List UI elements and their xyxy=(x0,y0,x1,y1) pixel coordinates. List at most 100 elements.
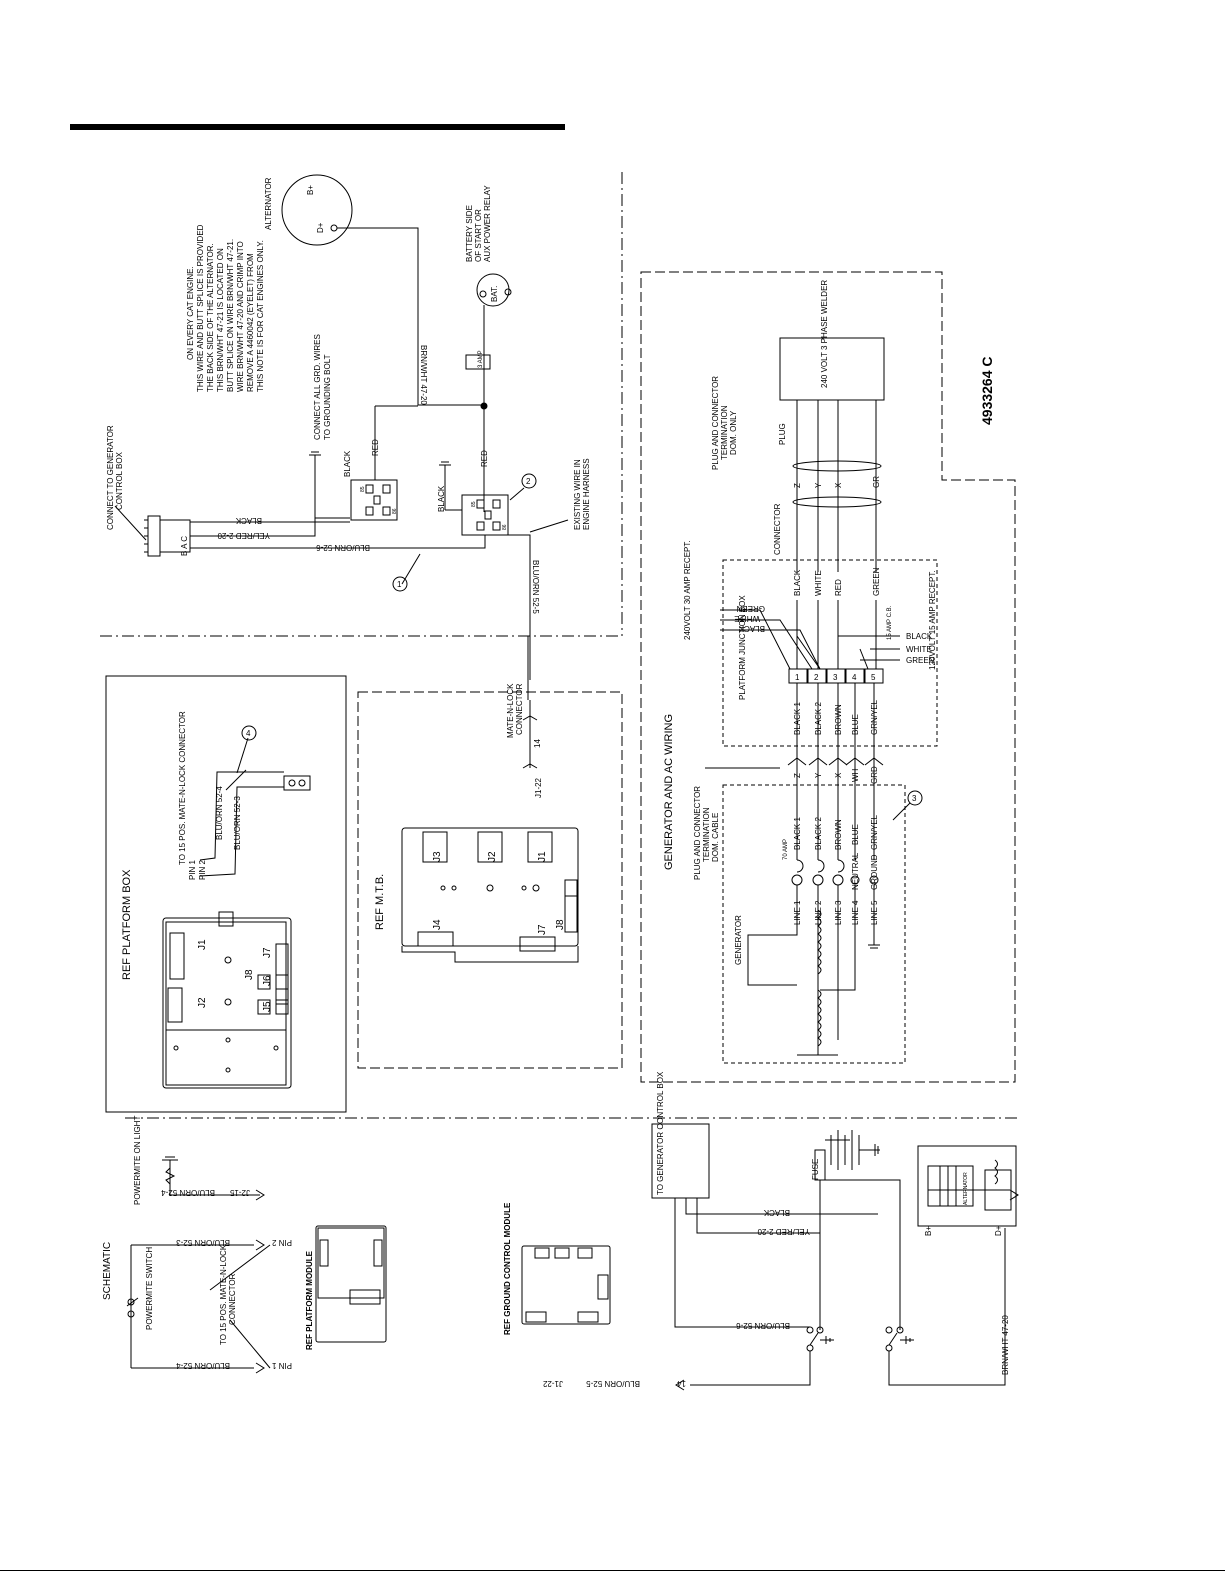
mtb-j3: J3 xyxy=(432,851,443,862)
recept-white: WHITE xyxy=(734,614,760,623)
note-genbox-1: CONNECT TO GENERATOR xyxy=(106,425,115,530)
generator-label: GENERATOR xyxy=(734,915,743,965)
line-3: LINE 3 xyxy=(834,900,843,925)
note-cat-line7: THIS WIRE AND BUTT SPLICE IS PROVIDED xyxy=(196,224,205,392)
note-cat-line8: ON EVERY CAT ENGINE. xyxy=(186,266,195,360)
sch-yel-red: YEL/RED 2-20 xyxy=(757,1227,810,1236)
line-1: LINE 1 xyxy=(793,900,802,925)
top-white: WHITE xyxy=(814,570,823,596)
sch-to15-2: CONNECTOR xyxy=(228,1273,237,1325)
gen-box-pins: B A C xyxy=(180,536,189,556)
jbox-term-1: 1 xyxy=(795,673,800,682)
callout-2: 2 xyxy=(526,477,531,486)
bot-brown: BROWN xyxy=(834,819,843,850)
recept2-black: BLACK xyxy=(906,632,933,641)
mid-blue: BLUE xyxy=(851,714,860,735)
wire-black-3: BLACK xyxy=(235,516,262,525)
line-4: LINE 4 xyxy=(851,900,860,925)
sch-pin2: PIN 2 xyxy=(271,1238,292,1247)
mtb-j7: J7 xyxy=(537,924,548,935)
sch-j2-15: J2-15 xyxy=(229,1188,250,1197)
sch-black: BLACK xyxy=(763,1208,790,1217)
relay2-86: 86 xyxy=(502,524,508,530)
note-cat-line3: WIRE BRN/WHT 47-20 AND CRIMP INTO xyxy=(236,241,245,392)
mtb-j8: J8 xyxy=(555,919,566,930)
sch-alternator: ALTERNATOR xyxy=(963,1172,969,1205)
welder-z: Z xyxy=(793,483,802,488)
sch-blu-orn-6: BLU/ORN 52-6 xyxy=(736,1321,790,1330)
brn-wht-label: BRN/WHT 47-20 xyxy=(419,345,428,405)
sch-num14: 14 xyxy=(677,1379,686,1388)
cb-15amp: 15 AMP C.B. xyxy=(887,605,893,640)
pbox-blu-orn-3: BLU/ORN 52-3 xyxy=(233,796,242,850)
ref-platform-box-title: REF PLATFORM BOX xyxy=(121,869,133,980)
pbox-j8: J8 xyxy=(244,969,255,980)
bat-label: BAT. xyxy=(490,286,499,302)
pbox-to15-1: TO 15 POS. MATE-N-LOCK CONNECTOR xyxy=(178,711,187,865)
jbox-term-5: 5 xyxy=(871,673,876,682)
wire-blu-orn-6: BLU/ORN 52-6 xyxy=(316,543,370,552)
mid-brown: BROWN xyxy=(834,704,843,735)
existing-wire-2: ENGINE HARNESS xyxy=(582,458,591,530)
welder-label: 240 VOLT 3 PHASE WELDER xyxy=(820,280,829,388)
pbox-blu-orn-4: BLU/ORN 52-4 xyxy=(215,786,224,840)
pbox-j5: J5 xyxy=(262,1001,273,1012)
powermite-light: POWERMITE ON LIGHT xyxy=(133,1116,142,1205)
platform-jbox-label: PLATFORM JUNCTION BOX xyxy=(738,595,747,700)
note-cat-line2: REMOVE A 4460042 (EYELET) FROM xyxy=(246,253,255,392)
mid-black1: BLACK 1 xyxy=(793,702,802,735)
welder-y: Y xyxy=(814,482,823,488)
wire-black-2: BLACK xyxy=(437,485,446,512)
battery-side-1: BATTERY SIDE xyxy=(465,205,474,262)
jbox-term-3: 3 xyxy=(833,673,838,682)
line-2: LINE 2 xyxy=(814,900,823,925)
plug-conn-bot-3: DOM. CABLE xyxy=(711,813,720,862)
ref-platform-module: REF PLATFORM MODULE xyxy=(305,1250,314,1350)
mid-black2: BLACK 2 xyxy=(814,702,823,735)
mtb-j1: J1 xyxy=(537,851,548,862)
to-gen-box: TO GENERATOR CONTROL BOX xyxy=(656,1071,665,1195)
plug-conn-top-1: PLUG AND CONNECTOR xyxy=(711,376,720,470)
existing-wire-1: EXISTING WIRE IN xyxy=(573,459,582,530)
battery-side-2: OF START OR xyxy=(474,209,483,262)
recept2-white: WHITE xyxy=(906,645,932,654)
plug-conn-bot-2: TERMINATION xyxy=(702,807,711,862)
wire-black-1: BLACK xyxy=(343,450,352,477)
sch-brn-wht: BRN/WHT 47-20 xyxy=(1001,1315,1010,1375)
wire-red-2: RED xyxy=(480,450,489,467)
ref-ground-module: REF GROUND CONTROL MODULE xyxy=(503,1202,512,1335)
relay1-85: 85 xyxy=(360,486,366,492)
note-genbox-2: CONTROL BOX xyxy=(115,451,124,510)
pbox-pin2: PIN 2 xyxy=(198,859,207,880)
bot-blue: BLUE xyxy=(851,824,860,845)
letter-wh: WH xyxy=(851,768,860,782)
relay1-86: 86 xyxy=(392,508,398,514)
alternator-label: ALTERNATOR xyxy=(264,177,273,230)
pbox-j2: J2 xyxy=(197,997,208,1008)
sch-blu-orn-5: BLU/ORN 52-5 xyxy=(586,1379,640,1388)
pbox-j1: J1 xyxy=(197,939,208,950)
line-5: LINE 5 xyxy=(870,900,879,925)
plug-label: PLUG xyxy=(778,423,787,445)
note-cat-line4: BUTT SPLICE ON WIRE BRN/WHT 47-21. xyxy=(226,239,235,392)
note-cat-line6: THE BACK SIDE OF THE ALTERNATOR. xyxy=(206,243,215,392)
powermite-switch: POWERMITE SWITCH xyxy=(145,1247,154,1330)
plug-conn-bot-1: PLUG AND CONNECTOR xyxy=(693,786,702,880)
sch-b-plus: B+ xyxy=(924,1226,933,1236)
schematic-title: SCHEMATIC xyxy=(102,1242,113,1300)
callout-4: 4 xyxy=(246,729,251,738)
letter-z: Z xyxy=(793,773,802,778)
ref-mtb-title: REF M.T.B. xyxy=(374,874,386,930)
pbox-j6: J6 xyxy=(262,975,273,986)
recept-120: 120VOLT 15 AMP RECEPT. xyxy=(928,570,937,670)
welder-x: X xyxy=(834,482,843,488)
fuse-3amp: 3 AMP xyxy=(478,350,484,368)
mtb-j1-22: J1-22 xyxy=(534,777,543,798)
wire-yel-red: YEL/RED 2-20 xyxy=(217,531,270,540)
letter-grd: GRD xyxy=(870,766,879,784)
top-red: RED xyxy=(834,579,843,596)
pbox-pin1: PIN 1 xyxy=(188,859,197,880)
recept-240: 240VOLT 30 AMP RECEPT. xyxy=(683,540,692,640)
note-ground-2: TO GROUNDING BOLT xyxy=(323,354,332,440)
doc-number: 4933264 C xyxy=(979,356,995,425)
